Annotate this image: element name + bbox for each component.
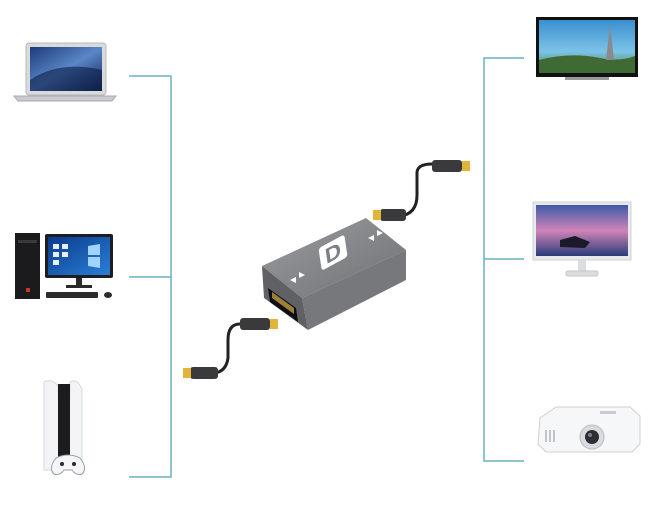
output-cable-wire [399, 162, 433, 218]
input-cable-wire [213, 322, 241, 375]
output-plug-upper [432, 160, 462, 172]
input-cable [183, 318, 278, 379]
dp-logo-icon: D [318, 235, 348, 270]
displayport-coupler-adapter: D [262, 218, 406, 330]
right-connector-lines [483, 57, 524, 462]
left-connector-lines [129, 75, 172, 478]
game-console-icon [43, 380, 86, 475]
projector-icon [537, 406, 641, 453]
dp-logo-letter: D [323, 237, 342, 269]
desktop-computer-icon [15, 233, 113, 299]
monitor-icon [532, 201, 632, 277]
laptop-icon [12, 42, 118, 102]
input-plug-upper [240, 318, 270, 330]
output-cable [373, 160, 470, 221]
bidirectional-arrow-icon [290, 230, 383, 283]
tv-icon [536, 17, 638, 80]
adapter-side-face [302, 250, 406, 330]
